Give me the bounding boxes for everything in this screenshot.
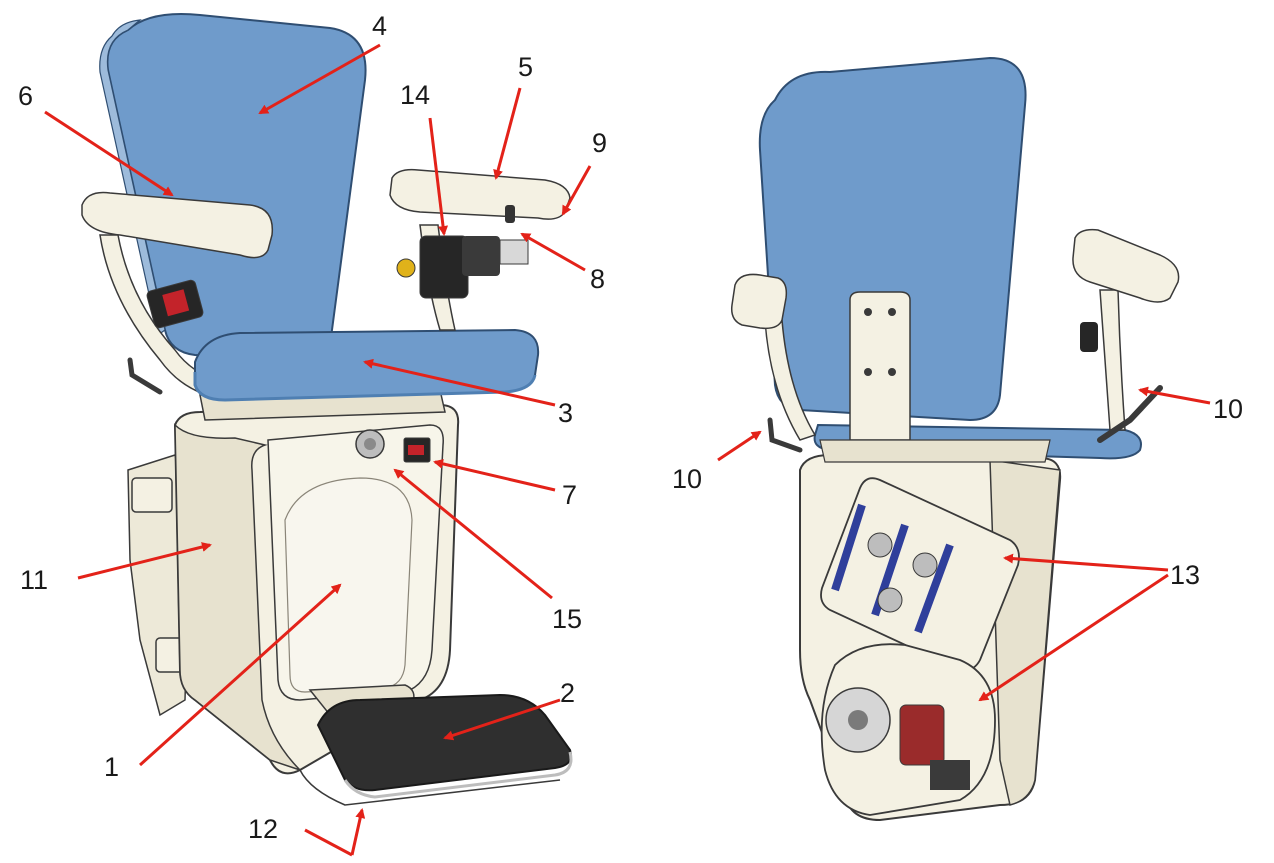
swivel-lever-front [127, 357, 163, 395]
callout-label-2: 2 [560, 678, 575, 708]
callout-label-8: 8 [590, 264, 605, 294]
arrow-7 [433, 458, 556, 492]
arrow-12a [304, 828, 353, 857]
arrow-3 [363, 358, 556, 407]
callout-label-6: 6 [18, 81, 33, 111]
arrow-14 [428, 117, 449, 236]
arrow-10b [717, 430, 762, 462]
arrow-13b [978, 573, 1169, 702]
carriage-side-panel [174, 423, 301, 771]
rear-backrest [758, 56, 1027, 422]
right-armrest [389, 168, 571, 220]
callout-label-7: 7 [562, 480, 577, 510]
rear-right-armrest [1072, 228, 1180, 303]
rear-view-chair [730, 56, 1180, 822]
rear-left-armrest [730, 273, 788, 330]
back-bracket [849, 291, 911, 441]
callout-label-9: 9 [592, 128, 607, 158]
arrow-9 [561, 165, 592, 216]
front-cover-inner [284, 477, 413, 693]
callout-label-10b: 10 [672, 464, 702, 494]
swivel-mechanism [819, 439, 1051, 463]
arrow-10a [1138, 386, 1211, 405]
rear-left-arm [764, 319, 817, 441]
callout-label-11: 11 [20, 565, 48, 595]
arrow-12b [350, 808, 366, 856]
rear-right-arm [1099, 289, 1126, 431]
callout-labels: 1 2 3 4 5 6 7 8 9 10 10 11 12 13 14 15 [18, 11, 1243, 844]
rear-swivel-lever-right [1097, 385, 1163, 443]
arrow-5 [493, 87, 522, 180]
callout-label-5: 5 [518, 52, 533, 82]
arrow-13a [1003, 553, 1169, 572]
motor-red-part [899, 704, 945, 766]
arrow-15 [393, 468, 553, 600]
arrow-4 [258, 43, 381, 115]
arrow-11 [77, 542, 212, 580]
seatbelt-retractor [419, 235, 469, 299]
callout-label-1: 1 [104, 752, 119, 782]
front-view-chair [81, 13, 573, 806]
callout-label-15: 15 [552, 604, 582, 634]
callout-arrows [44, 43, 1211, 857]
arrow-1 [138, 583, 342, 767]
side-switch-upper [131, 477, 173, 513]
callout-label-12: 12 [248, 814, 278, 844]
rear-swivel-lever-left [767, 417, 803, 453]
drive-belt-3 [914, 543, 954, 634]
callout-label-13: 13 [1170, 560, 1200, 590]
callout-label-14: 14 [400, 80, 430, 110]
drive-belt-1 [831, 503, 866, 592]
arrow-6 [44, 110, 174, 197]
arrow-8 [520, 232, 586, 272]
callout-label-3: 3 [558, 398, 573, 428]
callout-label-10a: 10 [1213, 394, 1243, 424]
rear-side-panel [989, 459, 1061, 806]
callout-label-4: 4 [372, 11, 387, 41]
left-armrest [81, 191, 274, 259]
arrow-2 [443, 698, 561, 741]
backrest-edge [99, 19, 166, 337]
joystick [505, 205, 515, 223]
footrest-edge [299, 769, 561, 806]
